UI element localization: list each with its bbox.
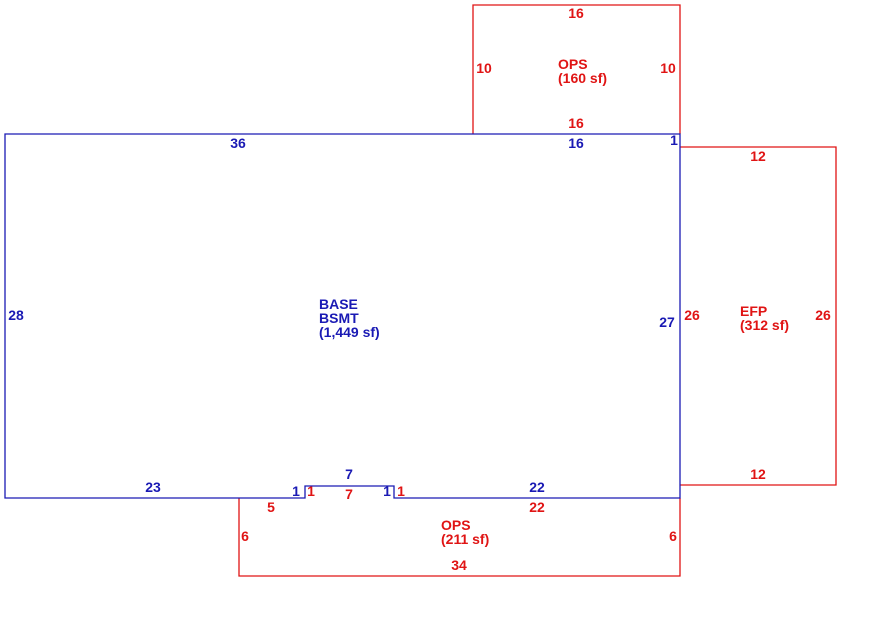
base-dim-jog: 1 — [670, 132, 678, 148]
ops-top-dim-bottom: 16 — [568, 115, 584, 131]
ops-top-name: OPS — [558, 56, 588, 72]
base-dim-notch-top: 7 — [345, 466, 353, 482]
ops-bottom-outline — [238, 498, 681, 577]
base-outline — [4, 133, 681, 499]
base-dim-bottom-right: 22 — [529, 479, 545, 495]
base-dim-bottom-left: 23 — [145, 479, 161, 495]
ops-bottom-dim-top-left: 5 — [267, 499, 275, 515]
base-dim-left: 28 — [8, 307, 24, 323]
ops-bottom-dim-notch-bottom: 7 — [345, 486, 353, 502]
ops-bottom-dim-top-right: 22 — [529, 499, 545, 515]
ops-top-dim-top: 16 — [568, 5, 584, 21]
ops-top-dim-left: 10 — [476, 60, 492, 76]
base-area: (1,449 sf) — [319, 324, 380, 340]
efp-dim-right: 26 — [815, 307, 831, 323]
ops-bottom-dim-right: 6 — [669, 528, 677, 544]
base-dim-top-left: 36 — [230, 135, 246, 151]
base-sub: BSMT — [319, 310, 359, 326]
ops-top-area: (160 sf) — [558, 70, 607, 86]
ops-bottom-dim-notch-right: 1 — [397, 483, 405, 499]
base-dim-right: 27 — [659, 314, 675, 330]
base-name: BASE — [319, 296, 358, 312]
base-dim-notch-right: 1 — [383, 483, 391, 499]
efp-area: (312 sf) — [740, 317, 789, 333]
base-dim-top-right: 16 — [568, 135, 584, 151]
ops-bottom-dim-bottom: 34 — [451, 557, 467, 573]
ops-bottom-area: (211 sf) — [441, 531, 489, 547]
base-dim-notch-left: 1 — [292, 483, 300, 499]
ops-bottom-dim-left: 6 — [241, 528, 249, 544]
efp-dim-bottom: 12 — [750, 466, 766, 482]
efp-dim-left: 26 — [684, 307, 700, 323]
efp-outline — [680, 146, 837, 486]
ops-bottom-dim-notch-left: 1 — [307, 483, 315, 499]
efp-name: EFP — [740, 303, 767, 319]
ops-top-dim-right: 10 — [660, 60, 676, 76]
efp-dim-top: 12 — [750, 148, 766, 164]
ops-bottom-name: OPS — [441, 517, 471, 533]
ops-top-outline — [472, 4, 681, 134]
